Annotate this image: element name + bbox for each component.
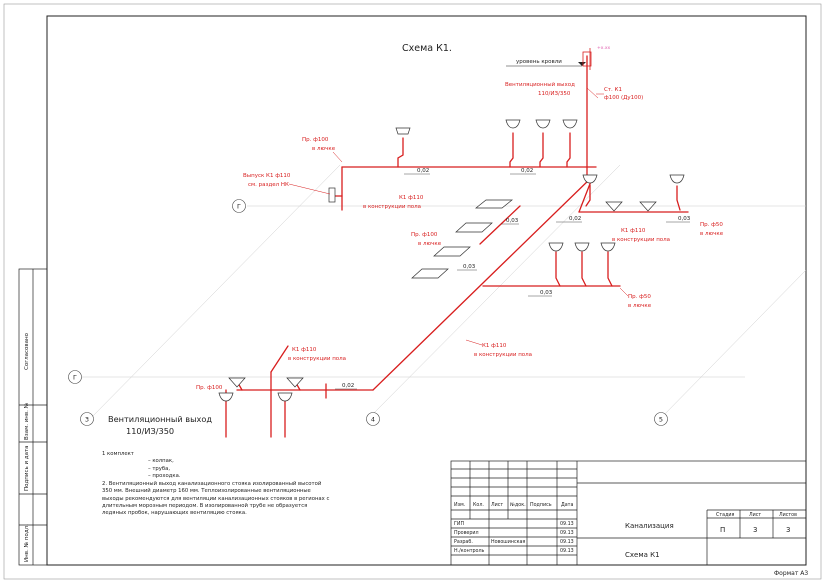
svg-text:Стадия: Стадия <box>716 512 735 518</box>
svg-text:0,02: 0,02 <box>569 216 581 222</box>
roof-level-marker: уровень кровли +x.xx <box>506 45 611 70</box>
slope-labels: 0,02 0,02 0,02 0,03 0,03 0,03 0,02 0,03 <box>335 168 691 390</box>
stamp-sign-date: Подпись и дата <box>24 445 30 491</box>
svg-text:Пр. ф100: Пр. ф100 <box>411 232 438 238</box>
svg-text:Выпуск К1 ф110: Выпуск К1 ф110 <box>243 173 291 179</box>
callout-labels: Пр. ф100 в лючке Выпуск К1 ф110 см. разд… <box>196 137 724 391</box>
note-item: – труба, <box>148 465 171 472</box>
svg-text:Кол.: Кол. <box>473 502 484 508</box>
note-paragraph: 2. Вентиляционный выход канализационного… <box>102 481 330 517</box>
stamp-replace-inv: Взам. инв. № <box>24 402 30 440</box>
stamp-inv-orig: Инв. № подл. <box>24 524 30 562</box>
svg-text:К1 ф110: К1 ф110 <box>621 228 646 234</box>
svg-text:Пр. ф50: Пр. ф50 <box>628 294 651 300</box>
side-stamp <box>18 268 48 566</box>
slope-label-diag: 0,03 <box>463 264 476 270</box>
note-first: 1 комплект <box>102 451 134 457</box>
svg-text:Дата: Дата <box>561 502 573 508</box>
fixture-symbols <box>218 119 685 402</box>
format-label: Формат А3 <box>774 570 808 577</box>
notes: 1 комплект – колпак, – труба, – проходка… <box>102 451 332 518</box>
svg-text:Лист: Лист <box>491 502 503 508</box>
svg-text:в конструкции пола: в конструкции пола <box>363 204 421 210</box>
svg-text:К1 ф110: К1 ф110 <box>482 343 507 349</box>
svg-text:0,03: 0,03 <box>506 218 519 224</box>
svg-text:09.13: 09.13 <box>560 548 574 554</box>
svg-text:в лючке: в лючке <box>628 303 652 309</box>
svg-text:Изм.: Изм. <box>454 502 465 508</box>
note-item: – проходка. <box>148 472 181 479</box>
svg-text:Листов: Листов <box>779 512 797 518</box>
svg-text:3: 3 <box>85 416 89 424</box>
axis-grid <box>80 164 807 420</box>
axis-marker: Г <box>68 370 82 384</box>
title-block-text: Изм. Кол. Лист №док. Подпись Дата ГИП Пр… <box>454 502 797 554</box>
svg-text:К1 ф110: К1 ф110 <box>292 347 317 353</box>
riser-size: ф100 (Ду100) <box>604 95 643 101</box>
svg-text:см. раздел НК: см. раздел НК <box>248 182 289 188</box>
axis-marker: 4 <box>366 412 380 426</box>
vent-outlet-heading: Вентиляционный выход 110/ИЗ/350 <box>108 414 213 436</box>
vent-outlet-label: Вентиляционный выход <box>505 81 575 88</box>
svg-text:0,02: 0,02 <box>342 383 354 389</box>
stage-value: П <box>720 526 725 534</box>
svg-text:в конструкции пола: в конструкции пола <box>288 356 346 362</box>
note-item: – колпак, <box>148 458 174 465</box>
svg-text:К1 ф110: К1 ф110 <box>399 195 424 201</box>
sheets-value: 3 <box>786 526 790 534</box>
svg-text:Пр. ф50: Пр. ф50 <box>700 222 723 228</box>
svg-text:0,02: 0,02 <box>417 168 429 174</box>
svg-text:Разраб.: Разраб. <box>454 539 473 545</box>
riser-label: Ст. К1 <box>604 87 622 93</box>
svg-text:№док.: №док. <box>510 502 526 508</box>
svg-text:0,03: 0,03 <box>540 290 553 296</box>
svg-text:Г: Г <box>237 203 241 211</box>
svg-text:в лючке: в лючке <box>312 146 336 152</box>
svg-text:Пр. ф100: Пр. ф100 <box>196 385 223 391</box>
axis-marker: 3 <box>80 412 94 426</box>
svg-text:уровень кровли: уровень кровли <box>516 59 562 65</box>
svg-text:в конструкции пола: в конструкции пола <box>474 352 532 358</box>
svg-text:в конструкции пола: в конструкции пола <box>612 237 670 243</box>
svg-text:ГИП: ГИП <box>454 521 465 527</box>
title-block <box>450 460 807 566</box>
svg-text:09.13: 09.13 <box>560 539 574 545</box>
axis-marker: 5 <box>654 412 668 426</box>
sewer-piping <box>225 51 689 438</box>
svg-text:в лючке: в лючке <box>700 231 724 237</box>
svg-text:0,03: 0,03 <box>678 216 691 222</box>
axis-marker: Г <box>232 199 246 213</box>
svg-text:09.13: 09.13 <box>560 530 574 536</box>
svg-text:4: 4 <box>371 416 375 424</box>
roof-mark: +x.xx <box>597 45 611 51</box>
svg-text:0,02: 0,02 <box>521 168 533 174</box>
svg-text:Подпись: Подпись <box>530 502 552 508</box>
outer-frame <box>3 3 822 580</box>
svg-text:Пр. ф100: Пр. ф100 <box>302 137 329 143</box>
svg-text:Лист: Лист <box>749 512 761 518</box>
vent-outlet-size: 110/ИЗ/350 <box>538 91 571 97</box>
sheet-value: 3 <box>753 526 757 534</box>
svg-text:Проверил: Проверил <box>454 530 479 536</box>
svg-text:Г: Г <box>73 374 77 382</box>
svg-text:09.13: 09.13 <box>560 521 574 527</box>
svg-text:5: 5 <box>659 416 663 424</box>
project-name: Канализация <box>625 522 674 530</box>
svg-text:в лючке: в лючке <box>418 241 442 247</box>
svg-text:Новошинская: Новошинская <box>491 539 525 545</box>
stamp-agreed: Согласовано <box>24 332 30 370</box>
sheet-name: Схема К1 <box>625 551 660 559</box>
scheme-title: Схема К1. <box>402 43 452 54</box>
svg-text:Н./контроль: Н./контроль <box>454 548 485 554</box>
